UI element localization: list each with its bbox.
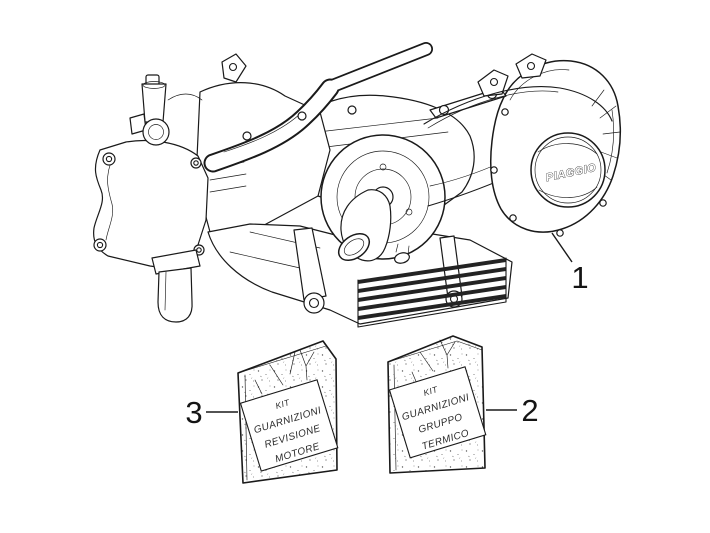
callout-1-number[interactable]: 1 bbox=[571, 260, 588, 295]
gasket-bag-overhaul-kit: KIT GUARNIZIONI REVISIONE MOTORE bbox=[237, 340, 339, 484]
engine-assembly-drawing: PIAGGIO bbox=[93, 42, 622, 328]
misc-bolts bbox=[242, 105, 357, 141]
cooling-fins bbox=[357, 257, 507, 328]
callout-2-number[interactable]: 2 bbox=[521, 393, 538, 428]
bag2-label-line1: KIT bbox=[422, 384, 439, 398]
callout-3[interactable]: 3 bbox=[185, 395, 238, 430]
gasket-bag-thermal-kit: KIT GUARNIZIONI GRUPPO TERMICO bbox=[387, 335, 487, 474]
exhaust-stub-pipe bbox=[151, 249, 201, 323]
transmission-cover: PIAGGIO bbox=[490, 59, 622, 237]
coolant-hose bbox=[203, 42, 433, 173]
thermostat-housing bbox=[129, 74, 170, 146]
bag3-label-line1: KIT bbox=[274, 397, 291, 411]
callout-1[interactable]: 1 bbox=[551, 232, 589, 295]
pump-cover-circle bbox=[320, 134, 446, 264]
callout-3-number[interactable]: 3 bbox=[185, 395, 202, 430]
callout-1-leader bbox=[551, 232, 573, 263]
valve-cover bbox=[93, 139, 209, 268]
callout-2[interactable]: 2 bbox=[486, 393, 539, 428]
top-brackets bbox=[423, 53, 613, 129]
